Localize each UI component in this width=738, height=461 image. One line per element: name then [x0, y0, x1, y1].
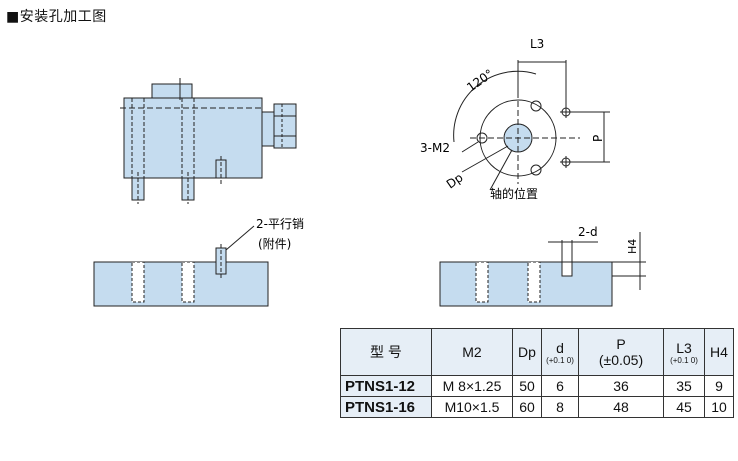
header-l3-label: L3 — [676, 339, 692, 356]
pin-label: 2-平行销 — [256, 217, 304, 231]
table-row: PTNS1-16 M10×1.5 60 8 48 45 10 — [340, 396, 734, 418]
cell-model: PTNS1-12 — [340, 375, 432, 397]
dim-p-label: P — [591, 135, 605, 142]
dim-m2-label: 3-M2 — [420, 141, 450, 155]
hole-pattern-view — [453, 60, 610, 191]
cell-m2: M 8×1.25 — [431, 375, 513, 397]
header-p-tolerance: (±0.05) — [598, 352, 644, 368]
header-h4: H4 — [704, 328, 734, 376]
header-d-tolerance: (+0.1 0) — [546, 355, 574, 365]
header-p: P (±0.05) — [578, 328, 664, 376]
cell-l3: 35 — [663, 375, 705, 397]
table-row: PTNS1-12 M 8×1.25 50 6 36 35 9 — [340, 375, 734, 397]
left-plate-section — [93, 225, 269, 307]
pin-note: (附件) — [258, 237, 291, 251]
cell-d: 8 — [541, 396, 579, 418]
dim-h4-label: H4 — [626, 239, 639, 254]
header-l3: L3 (+0.1 0) — [663, 328, 705, 376]
cell-l3: 45 — [663, 396, 705, 418]
header-model: 型 号 — [340, 328, 432, 376]
header-m2: M2 — [431, 328, 513, 376]
header-p-label: P — [616, 336, 626, 352]
cell-p: 36 — [578, 375, 664, 397]
page-title: ■安装孔加工图 — [6, 9, 107, 25]
dim-d-label: 2-d — [578, 225, 598, 239]
cell-dp: 60 — [512, 396, 542, 418]
table-header-row: 型 号 M2 Dp d (+0.1 0) P (±0.05) L3 (+0.1 … — [340, 328, 734, 376]
cell-h4: 9 — [704, 375, 734, 397]
cell-d: 6 — [541, 375, 579, 397]
spec-table: 型 号 M2 Dp d (+0.1 0) P (±0.05) L3 (+0.1 … — [340, 328, 734, 418]
cell-dp: 50 — [512, 375, 542, 397]
dim-dp-label: Dp — [444, 170, 466, 191]
cell-h4: 10 — [704, 396, 734, 418]
cell-model: PTNS1-16 — [340, 396, 432, 418]
dim-angle-label: 120° — [464, 67, 496, 95]
header-dp: Dp — [512, 328, 542, 376]
dim-l3-label: L3 — [530, 37, 544, 51]
cell-m2: M10×1.5 — [431, 396, 513, 418]
unit-side-view — [120, 78, 297, 204]
header-d: d (+0.1 0) — [541, 328, 579, 376]
axis-position-label: 轴的位置 — [490, 186, 538, 201]
right-plate-section — [439, 232, 646, 307]
header-l3-tolerance: (+0.1 0) — [670, 355, 698, 365]
header-d-label: d — [556, 339, 564, 356]
cell-p: 48 — [578, 396, 664, 418]
